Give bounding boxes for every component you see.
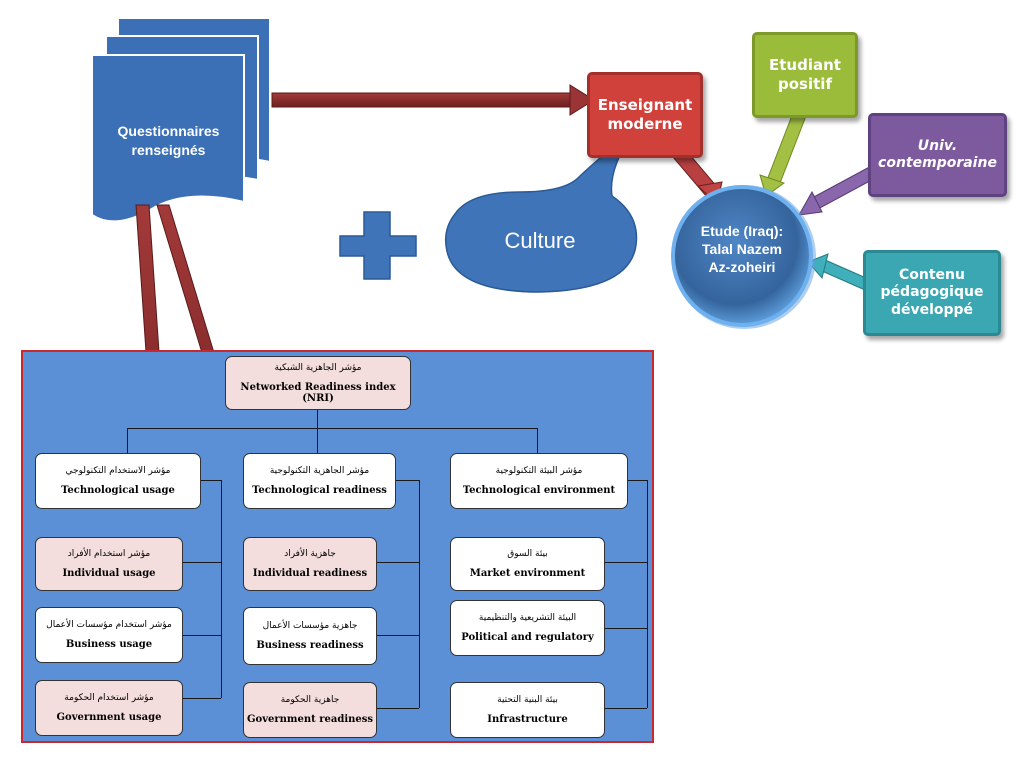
readiness-2-english: Business readiness <box>256 640 364 651</box>
readiness-1-arabic: جاهزية الأفراد <box>284 549 336 559</box>
enseignant-line2: moderne <box>607 115 683 133</box>
connector-line <box>647 480 648 708</box>
usage-1-english: Individual usage <box>62 568 156 579</box>
nri-top-english: Networked Readiness index (NRI) <box>240 381 396 404</box>
contenu-line1: Contenu <box>899 266 965 283</box>
usage-box-individual: مؤشر استخدام الأفراد Individual usage <box>35 537 183 591</box>
usage-box-technological: مؤشر الاستخدام التكنولوجي Technological … <box>35 453 201 509</box>
connector-line <box>419 480 420 708</box>
environment-0-arabic: مؤشر البيئة التكنولوجية <box>495 466 583 476</box>
etudiant-line2: positif <box>778 75 832 93</box>
contenu-line2: pédagogique <box>880 284 984 301</box>
connector-line <box>377 562 419 563</box>
connector-line <box>317 428 318 454</box>
usage-box-business: مؤشر استخدام مؤسسات الأعمال Business usa… <box>35 607 183 663</box>
center-line3: Az-zoheiri <box>708 259 776 276</box>
etudiant-positif-box: Etudiant positif <box>752 32 858 118</box>
connector-line <box>605 628 647 629</box>
questionnaires-label: Questionnaires renseignés <box>96 122 241 160</box>
environment-3-english: Infrastructure <box>487 714 568 725</box>
connector-line <box>396 480 420 481</box>
usage-3-arabic: مؤشر استخدام الحكومة <box>64 693 154 703</box>
connector-line <box>377 635 419 636</box>
center-study-label: Etude (Iraq): Talal Nazem Az-zoheiri <box>682 222 802 277</box>
connector-line <box>127 428 537 429</box>
univ-contemporaine-box: Univ. contemporaine <box>868 113 1007 197</box>
readiness-2-arabic: جاهزية مؤسسات الأعمال <box>262 621 358 631</box>
environment-1-arabic: بيئة السوق <box>507 549 548 559</box>
connector-line <box>377 708 419 709</box>
arrow-univ-to-center <box>798 164 880 216</box>
connector-line <box>183 562 221 563</box>
plus-icon <box>339 211 417 280</box>
nri-chart-panel: مؤشر الجاهزية الشبكية Networked Readines… <box>21 350 654 743</box>
connector-line <box>183 635 221 636</box>
arrow-to-enseignant <box>271 84 595 116</box>
contenu-line3: développé <box>890 301 974 318</box>
usage-0-english: Technological usage <box>61 485 175 496</box>
nri-top-box: مؤشر الجاهزية الشبكية Networked Readines… <box>225 356 411 410</box>
connector-line <box>183 698 221 699</box>
readiness-1-english: Individual readiness <box>252 568 368 579</box>
univ-line1: Univ. <box>917 137 958 154</box>
environment-box-political: البيئة التشريعية والتنظيمية Political an… <box>450 600 605 656</box>
connector-line <box>201 480 221 481</box>
univ-line2: contemporaine <box>878 155 997 171</box>
environment-box-technological: مؤشر البيئة التكنولوجية Technological en… <box>450 453 628 509</box>
usage-0-arabic: مؤشر الاستخدام التكنولوجي <box>65 466 171 476</box>
readiness-3-arabic: جاهزية الحكومة <box>280 695 340 705</box>
usage-1-arabic: مؤشر استخدام الأفراد <box>67 549 151 559</box>
culture-bubble-shape <box>444 131 638 293</box>
connector-line <box>605 562 647 563</box>
connector-line <box>628 480 648 481</box>
readiness-box-government: جاهزية الحكومة Government readiness <box>243 682 377 738</box>
usage-box-government: مؤشر استخدام الحكومة Government usage <box>35 680 183 736</box>
environment-1-english: Market environment <box>469 568 586 579</box>
enseignant-line1: Enseignant <box>597 96 693 115</box>
readiness-box-business: جاهزية مؤسسات الأعمال Business readiness <box>243 607 377 665</box>
readiness-box-technological: مؤشر الجاهزية التكنولوجية Technological … <box>243 453 396 509</box>
usage-3-english: Government usage <box>56 712 162 723</box>
connector-line <box>127 428 128 454</box>
readiness-box-individual: جاهزية الأفراد Individual readiness <box>243 537 377 591</box>
readiness-0-arabic: مؤشر الجاهزية التكنولوجية <box>269 466 370 476</box>
environment-box-infrastructure: بيئة البنية التحتية Infrastructure <box>450 682 605 738</box>
usage-2-english: Business usage <box>65 639 153 650</box>
questionnaires-docs-icon <box>91 17 271 223</box>
arrow-etudiant-to-center <box>759 112 807 197</box>
environment-0-english: Technological environment <box>462 485 616 496</box>
enseignant-moderne-box: Enseignant moderne <box>587 72 703 158</box>
questionnaires-label-line2: renseignés <box>131 141 206 158</box>
environment-2-arabic: البيئة التشريعية والتنظيمية <box>478 613 577 623</box>
usage-2-arabic: مؤشر استخدام مؤسسات الأعمال <box>46 620 172 630</box>
environment-box-market: بيئة السوق Market environment <box>450 537 605 591</box>
culture-label: Culture <box>504 228 576 253</box>
readiness-3-english: Government readiness <box>246 714 374 725</box>
center-line1: Etude (Iraq): <box>700 223 784 239</box>
environment-3-arabic: بيئة البنية التحتية <box>497 695 558 705</box>
environment-2-english: Political and regulatory <box>461 632 594 643</box>
center-circle-shape <box>671 185 816 329</box>
connector-line <box>221 480 222 698</box>
connector-line <box>317 410 318 428</box>
etudiant-line1: Etudiant <box>769 56 841 75</box>
center-line2: Talal Nazem <box>702 241 782 258</box>
readiness-0-english: Technological readiness <box>252 485 387 496</box>
connector-line <box>537 428 538 454</box>
contenu-pedagogique-box: Contenu pédagogique développé <box>863 250 1001 336</box>
connector-line <box>605 708 647 709</box>
questionnaires-label-line1: Questionnaires <box>117 123 220 139</box>
arrow-contenu-to-center <box>807 253 867 291</box>
nri-top-arabic: مؤشر الجاهزية الشبكية <box>274 362 362 373</box>
